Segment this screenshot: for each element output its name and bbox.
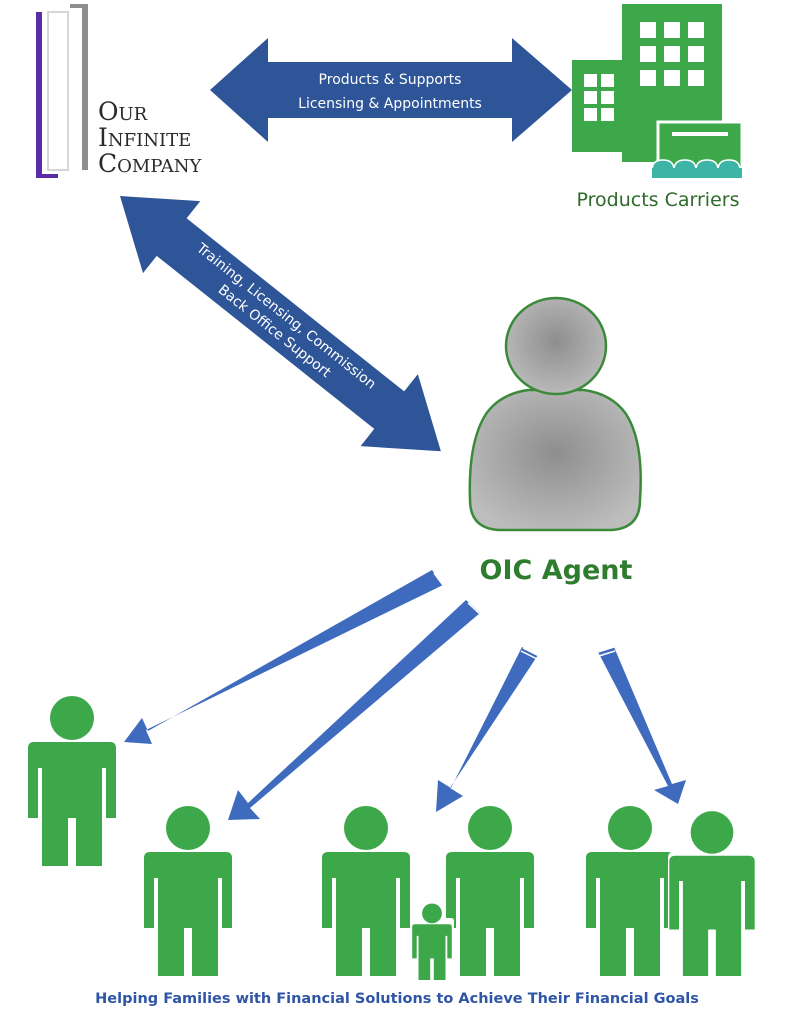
couple-icon	[586, 806, 756, 976]
agent-body	[468, 388, 642, 532]
logo-line-3: COMPANY	[98, 149, 203, 178]
storefront-sign	[672, 132, 728, 136]
top-arrow-line-2: Licensing & Appointments	[298, 96, 482, 112]
agent-head	[504, 296, 608, 396]
arrow-tail-stripes	[433, 570, 616, 660]
top-arrow-shape	[210, 38, 572, 142]
logo-line-2: INFINITE	[98, 123, 191, 152]
logo-frame	[47, 11, 69, 171]
diagonal-arrow-line-1: Training, Licensing, Commission	[193, 240, 379, 393]
arrow-to-family	[436, 647, 538, 812]
storefront-awning	[651, 159, 741, 171]
short-tower	[572, 60, 626, 152]
agent-icon	[468, 296, 642, 532]
diagonal-arrow-shape	[120, 196, 441, 452]
arrow-to-couple-2	[598, 647, 686, 804]
diagonal-double-arrow: Training, Licensing, Commission Back Off…	[120, 196, 441, 452]
logo-purple-bar	[36, 12, 42, 178]
footer-caption: Helping Families with Financial Solution…	[95, 991, 699, 1007]
family-icon	[322, 806, 534, 980]
short-tower-windows	[584, 74, 614, 121]
arrow-to-couple-1	[228, 600, 480, 820]
agent-label: OIC Agent	[480, 555, 633, 586]
family-arrows	[124, 570, 686, 820]
storefront-base	[652, 168, 742, 178]
person-icon	[28, 696, 116, 866]
arrow-to-single	[124, 570, 443, 744]
parent-icon	[446, 806, 534, 976]
logo-grey-bar	[82, 4, 88, 170]
tall-tower-windows	[640, 22, 704, 86]
logo-line-1: OUR	[98, 97, 148, 126]
top-double-arrow: Products & Supports Licensing & Appointm…	[210, 38, 572, 142]
partner-icon	[586, 806, 674, 976]
company-logo: OUR INFINITE COMPANY	[36, 4, 203, 178]
top-arrow-line-1: Products & Supports	[319, 72, 462, 88]
parent-icon	[322, 806, 410, 976]
building-icon	[572, 4, 744, 178]
person-icon	[144, 806, 232, 976]
carriers-label: Products Carriers	[577, 189, 740, 211]
